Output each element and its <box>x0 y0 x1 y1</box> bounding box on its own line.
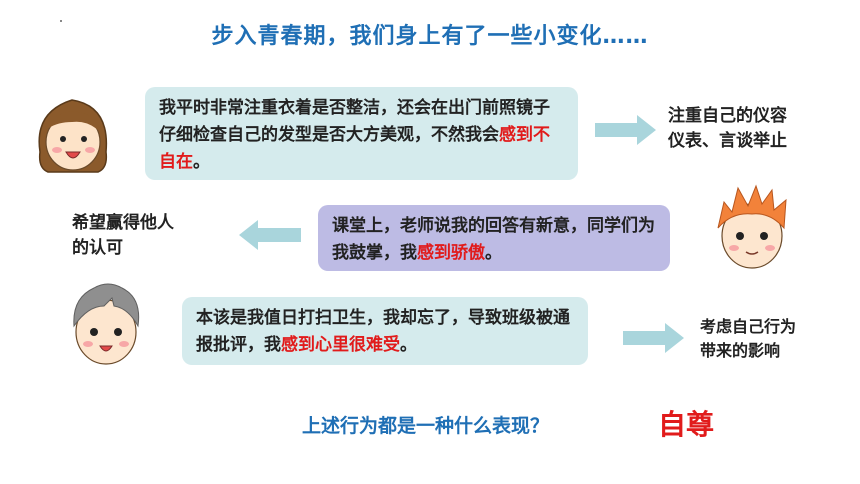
note-line: 考虑自己行为 <box>700 317 797 336</box>
note-recognition: 希望赢得他人 的认可 <box>72 211 174 261</box>
note-line: 注重自己的仪容 <box>668 106 787 126</box>
bubble-text: 课堂上，老师说我的回答有新意，同学们为我鼓掌，我 <box>332 216 655 263</box>
arrow-right-icon <box>595 115 656 145</box>
speech-bubble-duty: 本该是我值日打扫卫生，我却忘了，导致班级被通报批评，我感到心里很难受。 <box>182 297 588 365</box>
bubble-text-end: 。 <box>400 335 417 355</box>
speech-bubble-appearance: 我平时非常注重衣着是否整洁，还会在出门前照镜子仔细检查自己的发型是否大方美观，不… <box>145 87 578 180</box>
bubble-text-end: 。 <box>193 152 210 172</box>
bubble-text: 我平时非常注重衣着是否整洁，还会在出门前照镜子仔细检查自己的发型是否大方美观，不… <box>159 98 550 145</box>
bubble-highlight: 感到心里很难受 <box>281 335 400 355</box>
boy-orange-hair-face-icon <box>717 184 787 269</box>
speech-bubble-classroom: 课堂上，老师说我的回答有新意，同学们为我鼓掌，我感到骄傲。 <box>318 205 670 271</box>
answer-text: 自尊 <box>658 408 715 441</box>
arrow-left-icon <box>239 220 301 250</box>
note-line: 希望赢得他人 <box>72 213 174 233</box>
arrow-right-icon <box>623 323 684 353</box>
girl-face-icon <box>38 99 108 173</box>
bubble-highlight: 感到不自在 <box>159 125 550 172</box>
note-consequence: 考虑自己行为 带来的影响 <box>700 315 796 363</box>
page-title: 步入青春期，我们身上有了一些小变化…… <box>211 24 649 49</box>
note-appearance: 注重自己的仪容 仪表、言谈举止 <box>668 104 787 154</box>
decorative-dot <box>60 20 62 22</box>
bubble-highlight: 感到骄傲 <box>417 243 485 263</box>
boy-grey-hair-face-icon <box>73 283 140 365</box>
question-text: 上述行为都是一种什么表现？ <box>302 415 550 437</box>
note-line: 的认可 <box>72 238 123 258</box>
bubble-text: 本该是我值日打扫卫生，我却忘了，导致班级被通报批评，我 <box>196 308 570 355</box>
bubble-text-end: 。 <box>485 243 502 263</box>
note-line: 带来的影响 <box>700 341 781 360</box>
note-line: 仪表、言谈举止 <box>668 131 787 151</box>
